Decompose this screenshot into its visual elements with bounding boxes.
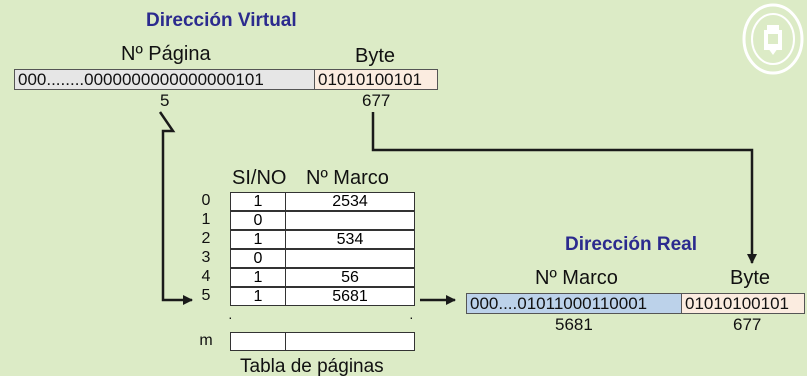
virtual-page-bits: 000........0000000000000000101 — [14, 69, 315, 90]
page-table-dots-left: · — [228, 309, 233, 325]
university-seal-icon — [742, 3, 804, 75]
present-bit-cell: 1 — [230, 287, 286, 306]
page-table-row-index: 0 — [201, 192, 211, 209]
virtual-page-value: 5 — [160, 91, 170, 110]
page-table-dots-right: · — [409, 309, 414, 325]
virtual-address-title: Dirección Virtual — [146, 10, 297, 31]
frame-column-header: Nº Marco — [306, 167, 389, 189]
real-address-title: Dirección Real — [565, 234, 697, 255]
real-byte-label: Byte — [730, 267, 771, 289]
real-frame-value: 5681 — [555, 315, 593, 334]
frame-number-cell: 5681 — [285, 287, 415, 306]
page-to-table-arrow — [158, 111, 193, 305]
frame-number-cell: 56 — [285, 268, 415, 287]
real-byte-value: 677 — [733, 315, 762, 334]
real-byte-bits: 01010100101 — [681, 293, 805, 314]
frame-number-cell: 2534 — [285, 192, 415, 211]
page-table-row-index: 4 — [201, 268, 211, 285]
frame-number-cell: 534 — [285, 230, 415, 249]
frame-number-cell — [285, 332, 415, 351]
page-table-row: 0 — [230, 249, 415, 268]
page-table-row-index: 1 — [201, 211, 211, 228]
page-table-row-index: 2 — [201, 230, 211, 247]
page-table-caption: Tabla de páginas — [240, 356, 384, 377]
page-table-row-index: m — [199, 332, 213, 349]
present-bit-cell: 1 — [230, 268, 286, 287]
virtual-byte-bits: 01010100101 — [314, 69, 438, 90]
page-table-row-index: 5 — [201, 287, 211, 304]
present-column-header: SI/NO — [232, 167, 287, 189]
frame-number-cell — [285, 249, 415, 268]
present-bit-cell: 0 — [230, 249, 286, 268]
frame-number-cell — [285, 211, 415, 230]
page-table-row: 0 — [230, 211, 415, 230]
virtual-byte-label: Byte — [355, 45, 396, 67]
page-number-label: Nº Página — [121, 43, 211, 65]
virtual-byte-value: 677 — [362, 91, 391, 110]
frame-number-label: Nº Marco — [535, 267, 618, 289]
page-table-row-index: 3 — [201, 249, 211, 266]
page-table-row — [230, 332, 415, 351]
real-frame-bits: 000....01011000110001 — [466, 293, 682, 314]
byte-to-real-arrow — [371, 112, 757, 264]
